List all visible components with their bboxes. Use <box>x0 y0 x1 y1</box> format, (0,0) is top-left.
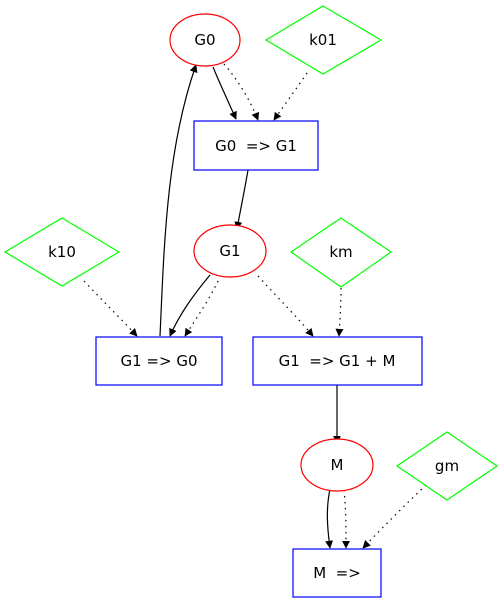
edge-g0-to-reaction-g0-g1 <box>212 66 237 120</box>
edge-g1-to-reaction-g1-g0 <box>169 274 211 337</box>
species-g0-ellipse <box>169 13 241 67</box>
edge-m-to-reaction-m-decay <box>325 488 333 549</box>
reaction-g1-to-g1-m-box <box>252 336 423 386</box>
parameter-km-diamond <box>289 217 393 288</box>
edge-g1-modifier-reaction-g1-m <box>257 275 314 337</box>
reaction-g1-to-g0-label: G1 => G0 <box>120 352 197 370</box>
species-g0-node: G0 <box>169 13 241 67</box>
parameter-gm-diamond <box>395 431 499 501</box>
parameter-k01-node: k01 <box>264 5 383 75</box>
reaction-g0-to-g1-box <box>193 120 319 171</box>
species-m-ellipse <box>300 438 374 492</box>
reaction-m-decay-box <box>292 548 382 598</box>
reaction-g1-to-g0-box <box>95 336 223 386</box>
edge-reaction-g0-g1-to-g1 <box>234 169 249 230</box>
edges <box>83 63 427 549</box>
species-m-label: M <box>331 456 344 474</box>
parameter-km-node: km <box>289 217 393 288</box>
parameter-k10-label: k10 <box>48 243 76 261</box>
reaction-g1-to-g1-m-label: G1 => G1 + M <box>279 352 396 370</box>
reaction-g0-to-g1-label: G0 => G1 <box>215 137 297 155</box>
species-m-node: M <box>300 438 374 492</box>
edge-m-modifier-reaction-m-decay <box>341 489 350 549</box>
reaction-m-decay-node: M => <box>292 548 382 598</box>
edge-km-to-reaction-g1-m <box>335 287 344 337</box>
parameter-k01-label: k01 <box>309 31 337 49</box>
parameter-k10-node: k10 <box>3 217 121 287</box>
species-g1-ellipse <box>193 224 267 278</box>
reaction-g1-to-g0-node: G1 => G0 <box>95 336 223 386</box>
species-g1-label: G1 <box>219 242 240 260</box>
parameter-gm-label: gm <box>435 457 459 475</box>
species-g0-label: G0 <box>194 31 215 49</box>
edge-k10-to-reaction-g1-g0 <box>83 280 138 337</box>
edge-k01-to-reaction-g0-g1 <box>273 72 308 121</box>
parameter-km-label: km <box>329 243 352 261</box>
parameter-k01-diamond <box>264 5 383 75</box>
reaction-m-decay-label: M => <box>313 564 361 582</box>
parameter-k10-diamond <box>3 217 121 287</box>
parameter-gm-node: gm <box>395 431 499 501</box>
edge-gm-to-reaction-m-decay <box>362 484 427 549</box>
species-g1-node: G1 <box>193 224 267 278</box>
edge-g0-modifier-reaction-g0-g1 <box>223 63 260 121</box>
edge-g1-modifier-reaction-g1-g0 <box>184 280 219 337</box>
reaction-g0-to-g1-node: G0 => G1 <box>193 120 319 171</box>
edge-reaction-g1-g0-to-g0 <box>159 64 198 337</box>
reaction-g1-to-g1-m-node: G1 => G1 + M <box>252 336 423 386</box>
